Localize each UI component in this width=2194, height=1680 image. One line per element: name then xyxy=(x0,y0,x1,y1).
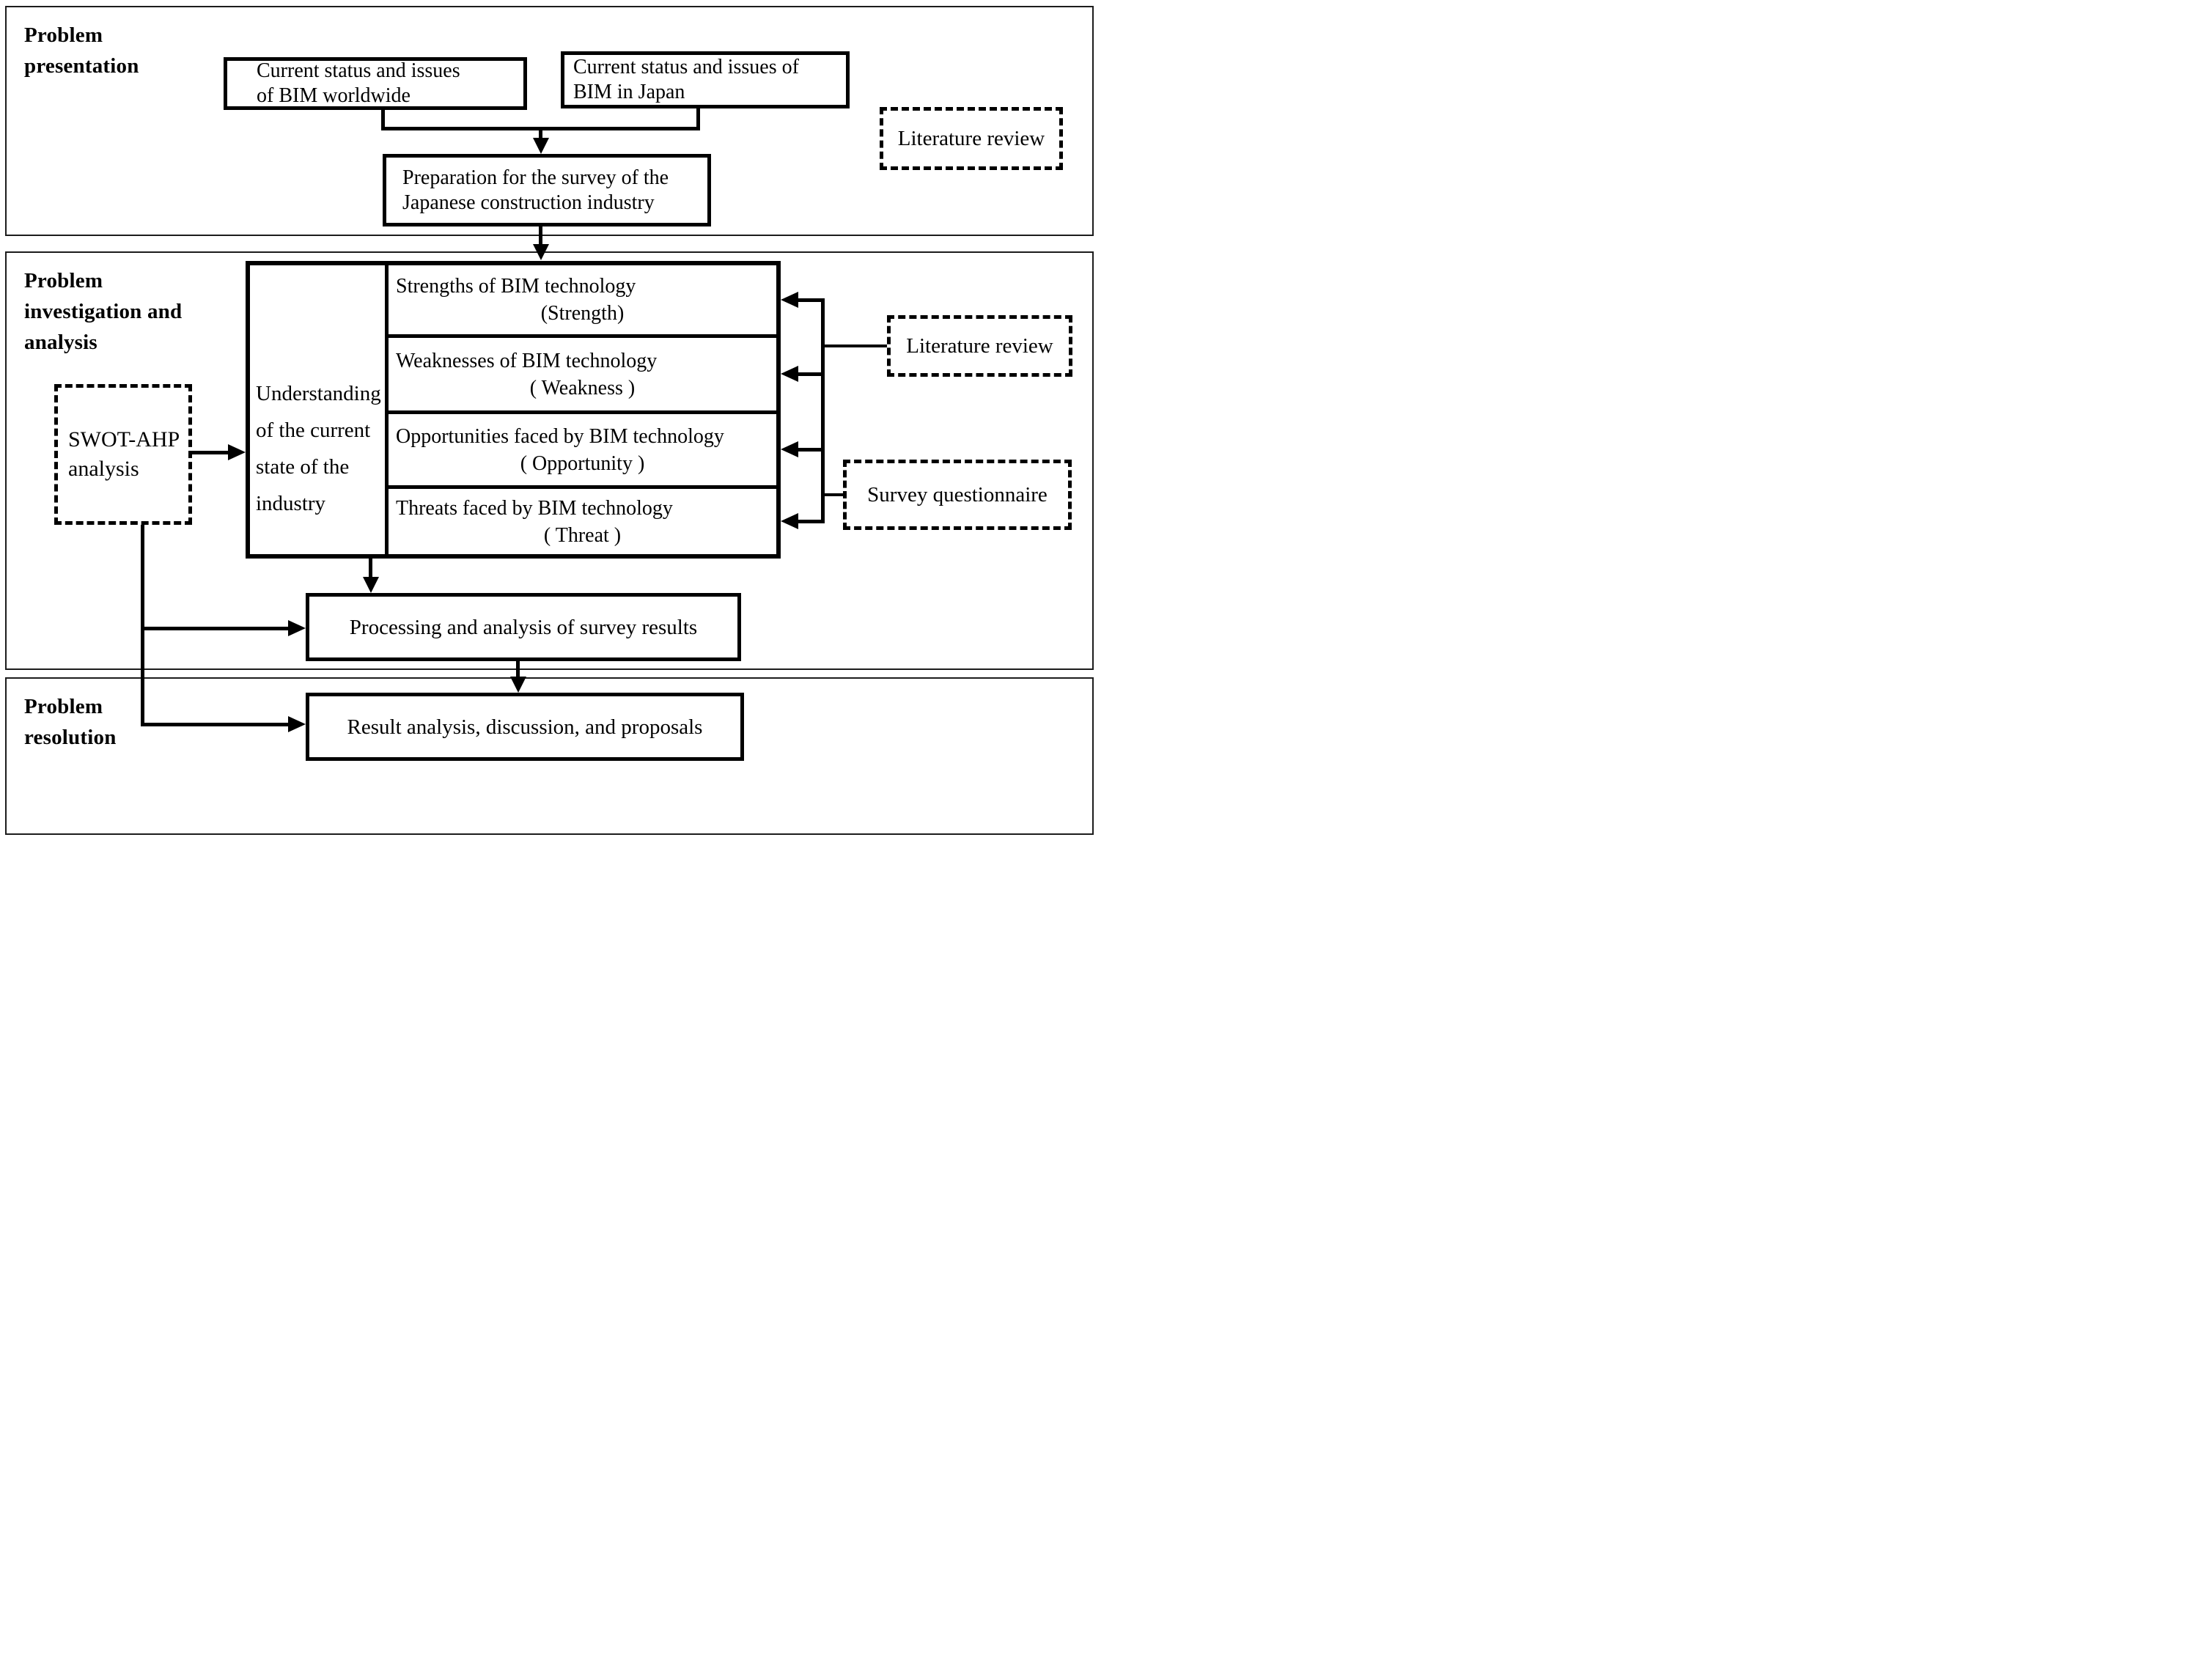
arrow-swot-to-understanding-line xyxy=(192,451,229,454)
node-literature-review-top: Literature review xyxy=(880,107,1063,170)
swot-row-opportunity-tag: ( Opportunity ) xyxy=(520,452,645,475)
node-bim-japan-label: Current status and issues of BIM in Japa… xyxy=(573,56,799,103)
node-literature-review-mid: Literature review xyxy=(887,315,1072,377)
node-survey-preparation: Preparation for the survey of the Japane… xyxy=(383,154,711,226)
connector-right-bus xyxy=(821,300,825,523)
arrowhead-cluster-to-processing xyxy=(363,577,379,593)
arrowhead-swot-to-processing xyxy=(288,620,306,636)
swot-row-weakness-label: Weaknesses of BIM technology xyxy=(396,349,658,372)
arrowhead-bus-to-opportunity xyxy=(781,441,798,457)
connector-swot-vertical xyxy=(141,523,144,726)
arrowhead-bus-to-strength xyxy=(781,292,798,308)
swot-row-weakness-tag: ( Weakness ) xyxy=(529,376,636,399)
swot-row-opportunity: Opportunities faced by BIM technology ( … xyxy=(389,414,776,485)
arrowhead-swot-to-understanding xyxy=(228,444,246,460)
node-bim-worldwide-label: Current status and issues of BIM worldwi… xyxy=(257,59,460,107)
bus-arrow-strength-line xyxy=(795,298,825,302)
swot-row-weakness: Weaknesses of BIM technology ( Weakness … xyxy=(389,338,776,410)
swot-row-strength: Strengths of BIM technology (Strength) xyxy=(389,265,776,334)
bus-arrow-weakness-line xyxy=(795,372,825,376)
node-survey-questionnaire: Survey questionnaire xyxy=(843,460,1072,530)
arrowhead-preparation-to-cluster xyxy=(533,244,549,260)
node-processing-label: Processing and analysis of survey result… xyxy=(349,615,698,639)
node-processing: Processing and analysis of survey result… xyxy=(306,593,741,661)
connector-survey-to-bus xyxy=(825,493,843,496)
section-problem-presentation xyxy=(5,6,1094,236)
connector-worldwide-down xyxy=(381,108,385,130)
connector-merge-horizontal xyxy=(381,127,700,130)
node-bim-worldwide: Current status and issues of BIM worldwi… xyxy=(224,57,527,110)
arrowhead-swot-to-result xyxy=(288,716,306,732)
arrow-swot-to-result-line xyxy=(141,723,288,726)
swot-row-strength-label: Strengths of BIM technology xyxy=(396,275,636,298)
node-result: Result analysis, discussion, and proposa… xyxy=(306,693,744,761)
swot-row-threat: Threats faced by BIM technology ( Threat… xyxy=(389,489,776,554)
bus-arrow-opportunity-line xyxy=(795,448,825,452)
section-label-resolution: Problem resolution xyxy=(24,695,117,749)
arrow-swot-to-processing-line xyxy=(141,627,288,630)
swot-row-strength-tag: (Strength) xyxy=(540,302,625,325)
arrowhead-processing-to-result xyxy=(510,677,526,693)
cluster-divider-row3 xyxy=(389,485,776,489)
section-problem-investigation xyxy=(5,251,1094,670)
node-result-label: Result analysis, discussion, and proposa… xyxy=(347,715,703,739)
section-problem-resolution xyxy=(5,677,1094,835)
cluster-divider-row1 xyxy=(389,334,776,338)
arrow-preparation-to-cluster-line xyxy=(539,226,542,246)
arrowhead-to-preparation xyxy=(533,138,549,154)
arrowhead-bus-to-threat xyxy=(781,513,798,529)
flowchart-canvas: Problem presentation Problem investigati… xyxy=(0,0,1097,840)
node-survey-preparation-label: Preparation for the survey of the Japane… xyxy=(402,166,669,214)
arrow-processing-to-result-line xyxy=(516,661,520,677)
arrowhead-bus-to-weakness xyxy=(781,366,798,382)
node-understanding-label: Understanding of the current state of th… xyxy=(256,382,381,515)
section-label-investigation: Problem investigation and analysis xyxy=(24,269,183,354)
node-swot-ahp-label: SWOT-AHP analysis xyxy=(68,427,180,481)
swot-row-threat-label: Threats faced by BIM technology xyxy=(396,496,673,520)
node-literature-review-mid-label: Literature review xyxy=(906,334,1053,358)
node-survey-questionnaire-label: Survey questionnaire xyxy=(867,483,1048,506)
arrow-cluster-to-processing-line xyxy=(369,557,372,578)
swot-cluster xyxy=(246,261,781,559)
swot-row-opportunity-label: Opportunities faced by BIM technology xyxy=(396,424,724,448)
bus-arrow-threat-line xyxy=(795,520,825,523)
node-literature-review-top-label: Literature review xyxy=(897,127,1045,150)
section-label-presentation: Problem presentation xyxy=(24,23,139,78)
swot-row-threat-tag: ( Threat ) xyxy=(543,523,622,547)
connector-litreview-to-bus xyxy=(825,345,887,347)
cluster-divider-row2 xyxy=(389,410,776,414)
arrow-to-preparation-line xyxy=(539,130,542,139)
connector-japan-down xyxy=(696,107,700,130)
node-bim-japan: Current status and issues of BIM in Japa… xyxy=(561,51,850,108)
node-swot-ahp: SWOT-AHP analysis xyxy=(54,384,192,525)
cluster-divider-vertical xyxy=(385,265,389,554)
